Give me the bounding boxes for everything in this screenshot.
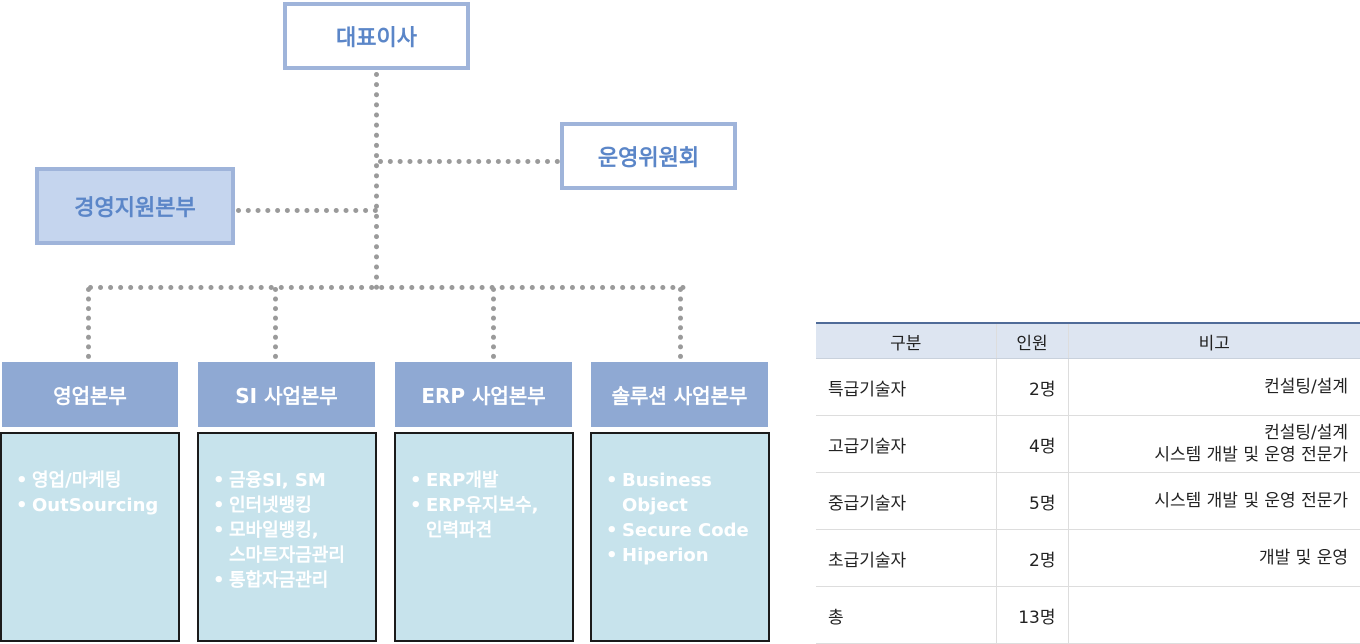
count-cell: 5명 — [995, 472, 1068, 530]
dept-detail-si: 금융SI, SM 인터넷뱅킹 모바일뱅킹, 스마트자금관리 통합자금관리 — [197, 432, 377, 642]
note-cell: 컨설팅/설계 시스템 개발 및 운영 전문가 — [1067, 415, 1360, 473]
connector-committee — [378, 159, 560, 164]
dept-header-erp: ERP 사업본부 — [395, 362, 572, 427]
support-node: 경영지원본부 — [35, 167, 235, 245]
connector-dept-1 — [86, 287, 91, 359]
note-cell: 개발 및 운영 — [1067, 529, 1360, 587]
grade-cell: 초급기술자 — [816, 529, 996, 587]
count-cell: 2명 — [995, 358, 1068, 416]
grade-cell: 특급기술자 — [816, 358, 996, 416]
note-cell — [1067, 586, 1360, 644]
connector-departments-bus — [88, 285, 686, 290]
count-cell: 13명 — [995, 586, 1068, 644]
table-row: 총 13명 — [816, 586, 1360, 644]
connector-dept-4 — [678, 287, 683, 359]
dept-header-solution: 솔루션 사업본부 — [591, 362, 768, 427]
column-header-count: 인원 — [995, 322, 1068, 359]
grade-cell: 고급기술자 — [816, 415, 996, 473]
list-item: Business Object — [606, 468, 758, 518]
list-item: 금융SI, SM — [213, 468, 365, 493]
list-item: ERP유지보수, 인력파견 — [410, 493, 562, 543]
list-item: Secure Code — [606, 518, 758, 543]
connector-ceo-trunk — [374, 72, 379, 290]
committee-node: 운영위원회 — [560, 122, 737, 190]
list-item: 인터넷뱅킹 — [213, 493, 365, 518]
dept-header-si: SI 사업본부 — [198, 362, 375, 427]
table-row: 초급기술자 2명 개발 및 운영 — [816, 529, 1360, 587]
dept-detail-solution: Business Object Secure Code Hiperion — [590, 432, 770, 642]
column-header-grade: 구분 — [816, 322, 996, 359]
table-row: 중급기술자 5명 시스템 개발 및 운영 전문가 — [816, 472, 1360, 530]
list-item: ERP개발 — [410, 468, 562, 493]
dept-detail-sales: 영업/마케팅 OutSourcing — [0, 432, 180, 642]
connector-dept-3 — [491, 287, 496, 359]
note-cell: 시스템 개발 및 운영 전문가 — [1067, 472, 1360, 530]
list-item: Hiperion — [606, 543, 758, 568]
table-row: 고급기술자 4명 컨설팅/설계 시스템 개발 및 운영 전문가 — [816, 415, 1360, 473]
list-item: OutSourcing — [16, 493, 168, 518]
list-item: 모바일뱅킹, 스마트자금관리 — [213, 518, 365, 568]
note-cell: 컨설팅/설계 — [1067, 358, 1360, 416]
dept-header-sales: 영업본부 — [2, 362, 178, 427]
grade-cell: 총 — [816, 586, 996, 644]
column-header-note: 비고 — [1067, 322, 1360, 359]
table-header-row: 구분 인원 비고 — [816, 322, 1360, 359]
list-item: 통합자금관리 — [213, 568, 365, 593]
connector-support — [236, 208, 378, 213]
dept-detail-erp: ERP개발 ERP유지보수, 인력파견 — [394, 432, 574, 642]
grade-cell: 중급기술자 — [816, 472, 996, 530]
connector-dept-2 — [273, 287, 278, 359]
table-row: 특급기술자 2명 컨설팅/설계 — [816, 358, 1360, 416]
list-item: 영업/마케팅 — [16, 468, 168, 493]
staff-table: 구분 인원 비고 특급기술자 2명 컨설팅/설계 고급기술자 4명 컨설팅/설계… — [816, 322, 1360, 644]
count-cell: 4명 — [995, 415, 1068, 473]
count-cell: 2명 — [995, 529, 1068, 587]
ceo-node: 대표이사 — [283, 2, 470, 70]
